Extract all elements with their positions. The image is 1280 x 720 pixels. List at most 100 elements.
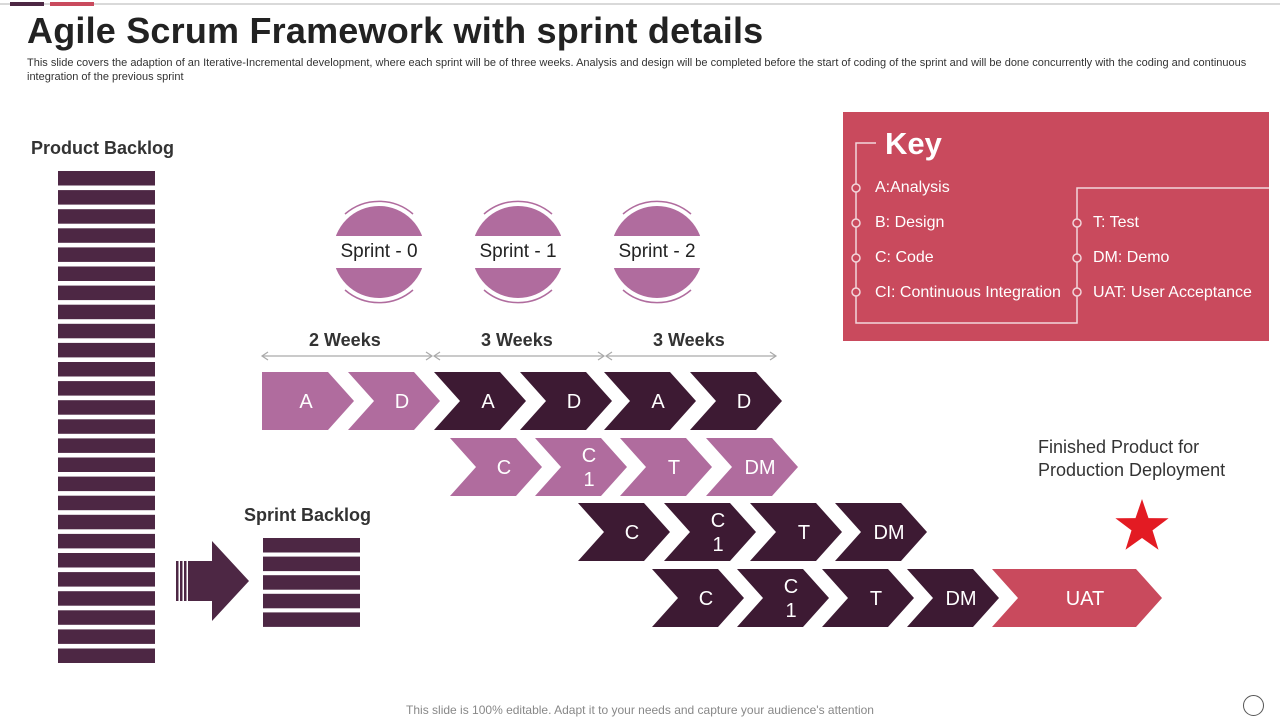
row3-chevron-2-label: T <box>798 522 810 544</box>
row2-chevron-3-label: DM <box>744 457 775 479</box>
key-item-test: T: Test <box>1093 214 1139 231</box>
key-bullet-right <box>1072 218 1082 228</box>
sprint-backlog-item <box>263 538 360 553</box>
page-subtitle: This slide covers the adaption of an Ite… <box>27 57 1247 83</box>
row3-chevron-0-label: C <box>625 522 639 544</box>
key-item-analysis: A:Analysis <box>875 179 950 196</box>
row4-chevron-uat-label: UAT <box>1066 588 1105 610</box>
product-backlog-item <box>58 171 155 186</box>
product-backlog-item <box>58 342 155 358</box>
row2-chevron-1 <box>535 438 627 496</box>
key-bullet-left <box>851 287 861 297</box>
product-backlog-item <box>58 610 155 625</box>
row4-chevron-1-label: C <box>784 576 798 598</box>
key-item-code: C: Code <box>875 249 934 266</box>
product-backlog-item <box>58 629 155 644</box>
row4-chevron-0 <box>652 569 744 627</box>
key-title: Key <box>885 126 942 161</box>
product-backlog-item <box>58 514 155 530</box>
sprint-1-label-band <box>471 236 565 268</box>
duration-arrow-2-head-right <box>769 351 778 361</box>
slide-nav-circle-icon[interactable] <box>1243 695 1264 716</box>
sprint-2-arc-top <box>622 200 692 215</box>
sprint-backlog-item <box>263 593 360 609</box>
arrow-stripe <box>176 561 179 601</box>
sprint-backlog-item <box>263 612 360 627</box>
row4-chevron-1-label: 1 <box>785 600 796 622</box>
row1-chevron-4 <box>604 372 696 430</box>
sprint-2-arc-bottom <box>622 289 692 304</box>
product-backlog-item <box>58 190 155 205</box>
row4-chevron-1 <box>737 569 829 627</box>
duration-arrow-1-head-left <box>432 351 441 361</box>
row1-chevron-1-label: D <box>395 391 409 413</box>
row2-chevron-2 <box>620 438 712 496</box>
product-backlog-item <box>58 209 155 224</box>
row1-chevron-2-label: A <box>481 391 495 413</box>
product-backlog-item <box>58 419 155 434</box>
row3-chevron-1 <box>664 503 756 561</box>
row1-chevron-1 <box>348 372 440 430</box>
product-backlog-item <box>58 591 155 606</box>
sprint-1-arc-bottom <box>483 289 553 304</box>
product-backlog-item <box>58 438 155 453</box>
row3-chevron-0 <box>578 503 670 561</box>
page-title: Agile Scrum Framework with sprint detail… <box>27 10 764 51</box>
product-backlog-item <box>58 381 155 396</box>
sprint-1-arc-top <box>483 200 553 215</box>
product-backlog-item <box>58 553 155 568</box>
top-accent-red <box>50 2 94 6</box>
row1-chevron-3 <box>520 372 612 430</box>
sprint-2-label-band <box>610 236 704 268</box>
duration-sprint-1: 3 Weeks <box>481 330 553 350</box>
sprint-1-label: Sprint - 1 <box>479 241 557 262</box>
duration-sprint-0: 2 Weeks <box>309 330 381 350</box>
row4-chevron-3-label: DM <box>945 588 976 610</box>
row1-chevron-5 <box>690 372 782 430</box>
product-backlog-item <box>58 285 155 301</box>
product-backlog-label: Product Backlog <box>31 138 175 158</box>
row4-chevron-0-label: C <box>699 588 713 610</box>
top-rule <box>0 3 1280 5</box>
sprint-0-label: Sprint - 0 <box>340 241 418 262</box>
key-bullet-left <box>851 218 861 228</box>
sprint-2-label: Sprint - 2 <box>618 241 696 262</box>
row1-chevron-5-label: D <box>737 391 751 413</box>
key-bullet-left <box>851 183 861 193</box>
sprint-backlog-item <box>263 556 360 572</box>
row3-chevron-3 <box>835 503 927 561</box>
row4-chevron-uat <box>992 569 1162 627</box>
key-item-demo: DM: Demo <box>1093 249 1170 266</box>
footer-note: This slide is 100% editable. Adapt it to… <box>406 703 874 717</box>
row2-chevron-2-label: T <box>668 457 680 479</box>
product-backlog-item <box>58 247 155 262</box>
key-bullet-left <box>851 253 861 263</box>
row1-chevron-0-label: A <box>299 391 313 413</box>
duration-arrow-0-head-left <box>260 351 269 361</box>
key-bracket-left <box>855 142 1269 324</box>
row1-chevron-2 <box>434 372 526 430</box>
arrow-stripe <box>180 561 183 601</box>
product-backlog-item <box>58 304 155 320</box>
row4-chevron-3 <box>907 569 999 627</box>
row2-chevron-0-label: C <box>497 457 511 479</box>
sprint-backlog-item <box>263 575 360 590</box>
product-backlog-item <box>58 400 155 415</box>
row2-chevron-1-label: C <box>582 445 596 467</box>
product-backlog-item <box>58 572 155 587</box>
key-item-uat: UAT: User Acceptance <box>1093 284 1252 301</box>
product-backlog-item <box>58 648 155 663</box>
row2-chevron-0 <box>450 438 542 496</box>
product-backlog-item <box>58 228 155 243</box>
finished-product-star-icon <box>1115 499 1169 550</box>
row1-chevron-3-label: D <box>567 391 581 413</box>
duration-arrow-0-head-right <box>425 351 434 361</box>
top-accent-dark <box>10 2 44 6</box>
row3-chevron-3-label: DM <box>873 522 904 544</box>
sprint-backlog-label: Sprint Backlog <box>244 505 372 525</box>
finished-product-line1: Finished Product for <box>1038 437 1200 457</box>
product-backlog-item <box>58 533 155 549</box>
key-box <box>843 112 1269 341</box>
product-backlog-item <box>58 457 155 472</box>
